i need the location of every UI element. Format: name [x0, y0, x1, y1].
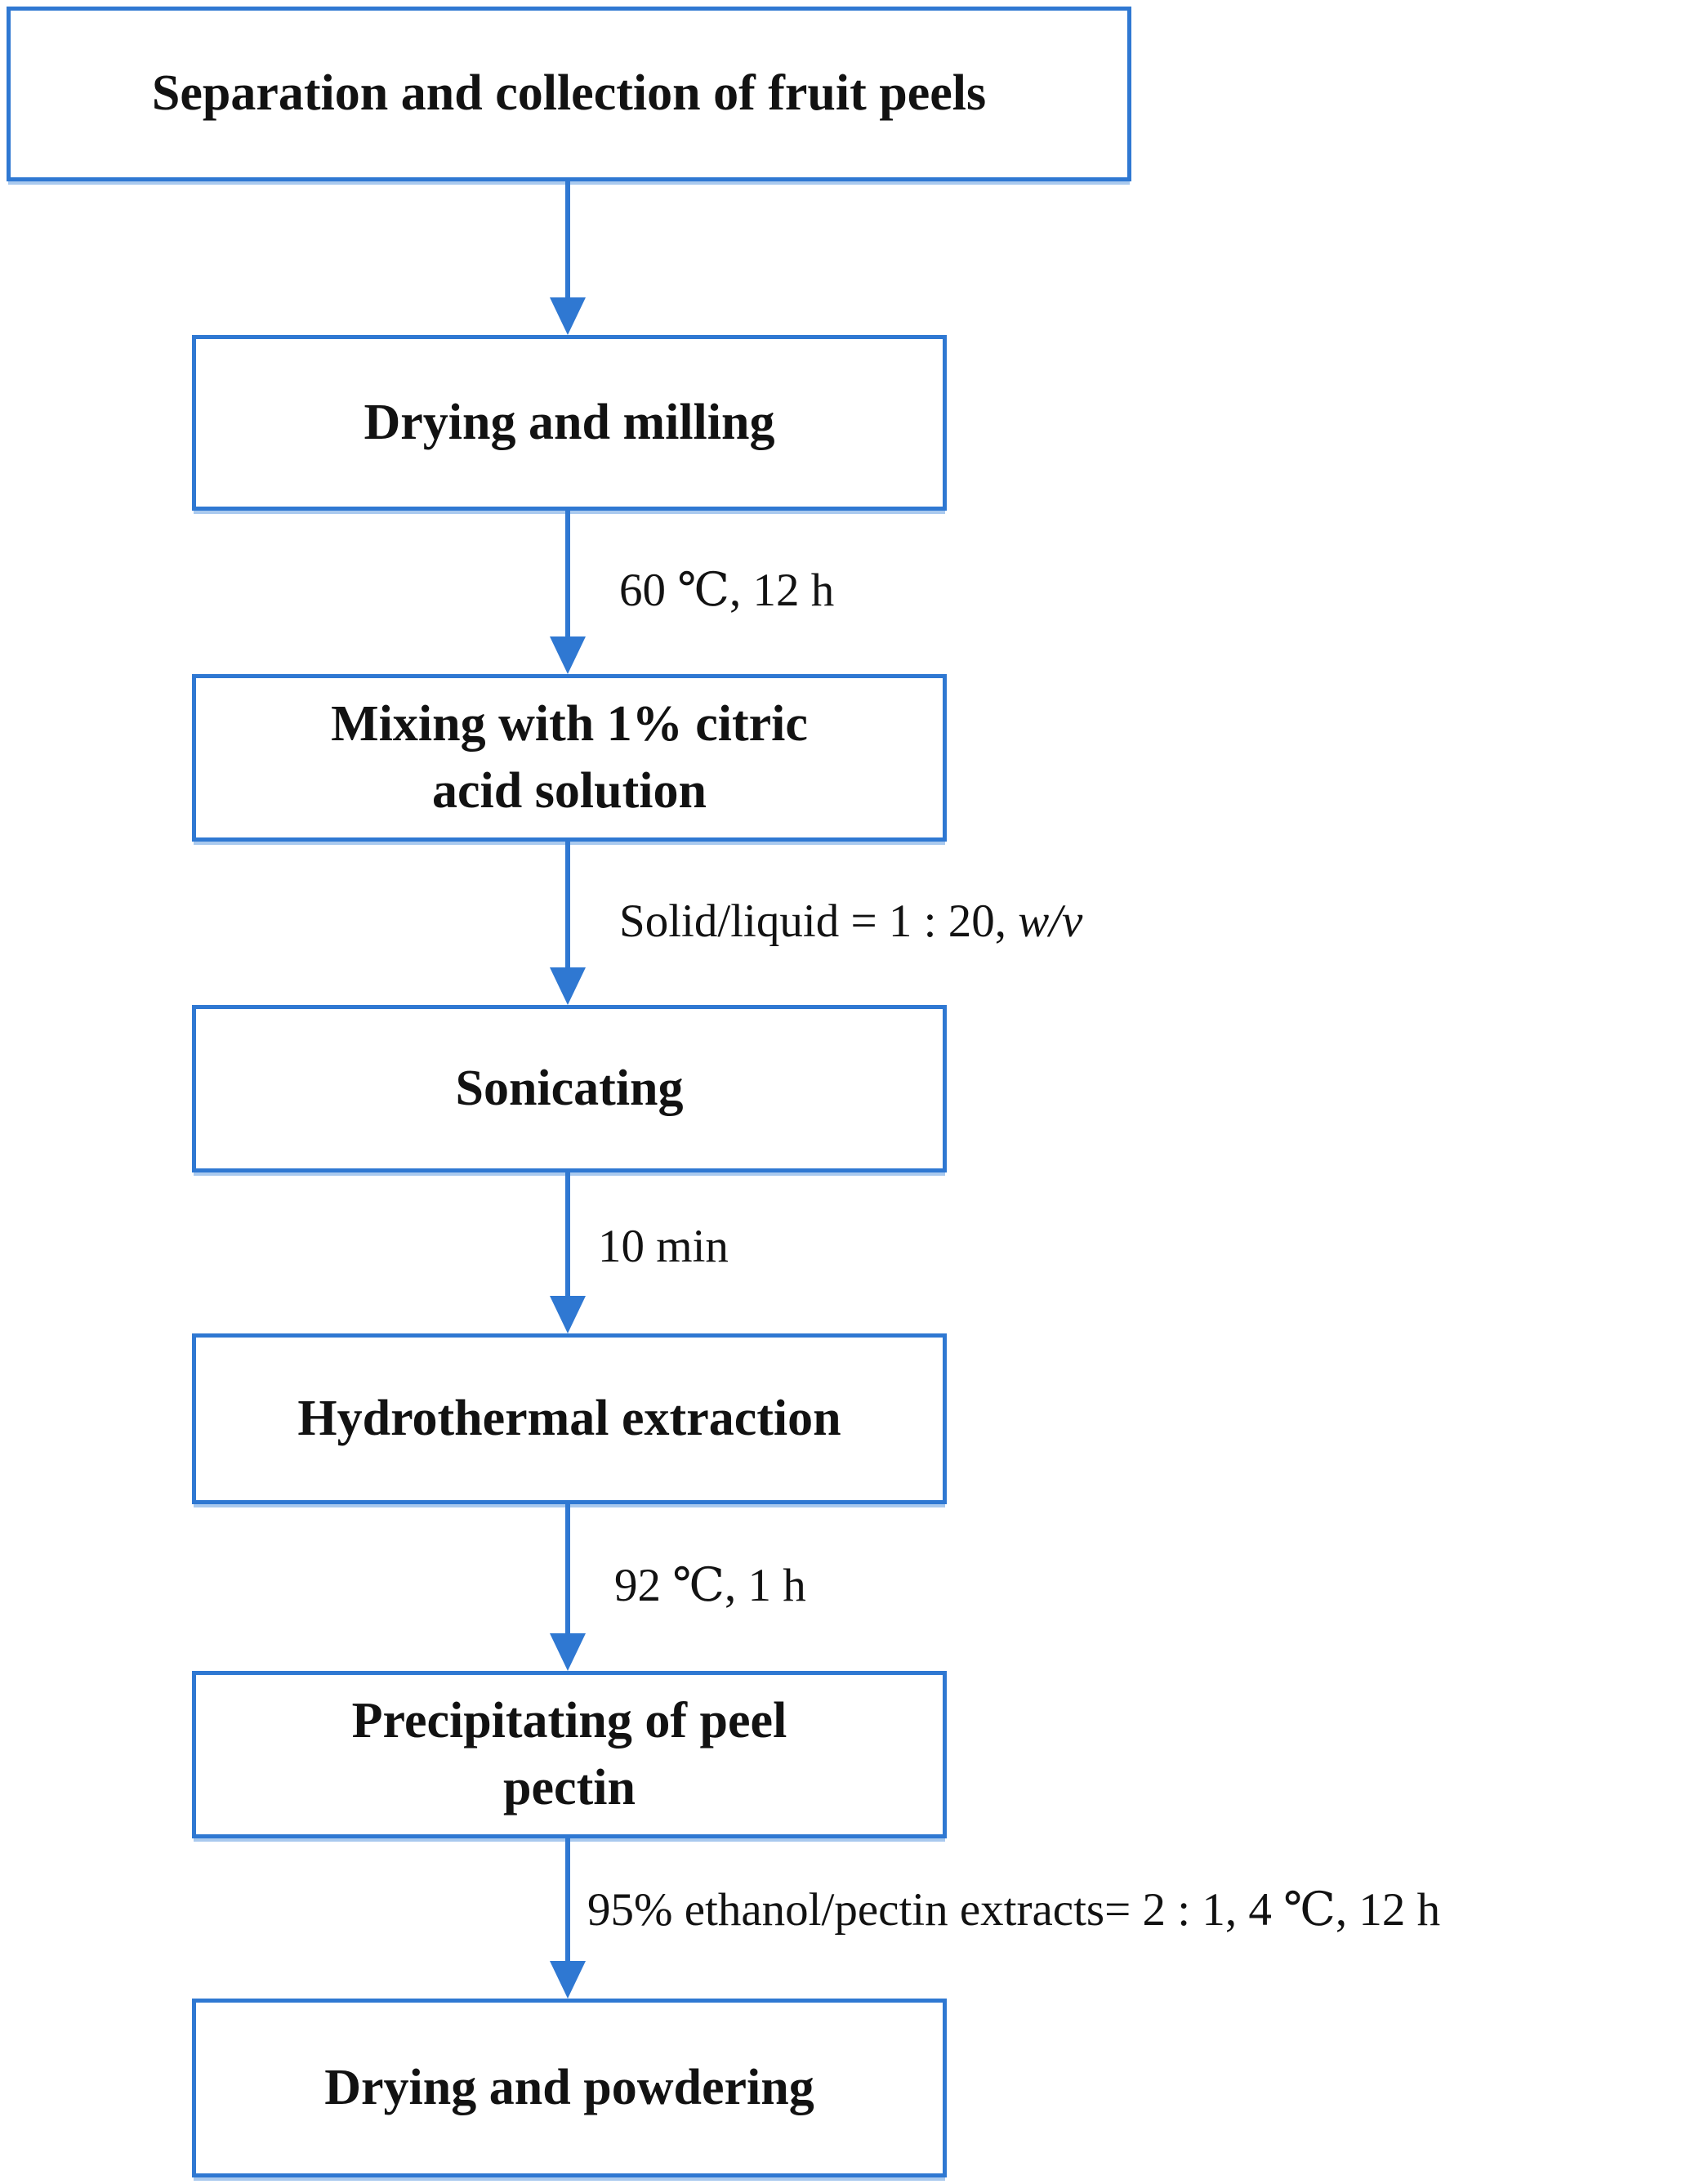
edge-label-text: Solid/liquid = 1 : 20,	[619, 895, 1019, 947]
flow-step-drying-milling: Drying and milling	[192, 335, 947, 511]
arrow-line	[565, 1838, 570, 1964]
flow-step-precipitating: Precipitating of peel pectin	[192, 1671, 947, 1838]
edge-label-italic-wv: w/v	[1018, 895, 1083, 947]
edge-label-drying-conditions: 60 ℃, 12 h	[619, 565, 835, 616]
flow-step-label: Mixing with 1% citric acid solution	[331, 695, 808, 819]
edge-label-sonicating-time: 10 min	[598, 1220, 729, 1272]
arrow-down-icon	[550, 297, 586, 335]
flow-step-label: Separation and collection of fruit peels	[151, 65, 987, 122]
flow-step-label: Sonicating	[455, 1060, 684, 1116]
flow-arrow-6	[550, 1838, 586, 1999]
flow-step-label: Drying and powdering	[324, 2059, 814, 2115]
flow-arrow-2	[550, 511, 586, 674]
arrow-line	[565, 511, 570, 640]
arrow-down-icon	[550, 1633, 586, 1671]
arrow-line	[565, 842, 570, 971]
arrow-down-icon	[550, 967, 586, 1005]
flow-arrow-3	[550, 842, 586, 1005]
flow-arrow-5	[550, 1504, 586, 1671]
flow-arrow-4	[550, 1172, 586, 1333]
arrow-line	[565, 1504, 570, 1637]
edge-label-solid-liquid-ratio: Solid/liquid = 1 : 20, w/v	[619, 884, 1082, 958]
flow-step-separation: Separation and collection of fruit peels	[7, 7, 1131, 181]
flow-step-label: Drying and milling	[364, 394, 775, 450]
flow-step-label: Precipitating of peel pectin	[351, 1692, 787, 1816]
edge-label-extraction-conditions: 92 ℃, 1 h	[614, 1560, 806, 1611]
arrow-down-icon	[550, 636, 586, 674]
arrow-down-icon	[550, 1961, 586, 1999]
arrow-line	[565, 181, 570, 301]
arrow-line	[565, 1172, 570, 1299]
edge-label-precipitation-conditions: 95% ethanol/pectin extracts= 2 : 1, 4 ℃,…	[587, 1884, 1441, 1936]
flow-step-mixing: Mixing with 1% citric acid solution	[192, 674, 947, 842]
flow-step-label: Hydrothermal extraction	[297, 1390, 841, 1446]
flow-step-drying-powdering: Drying and powdering	[192, 1999, 947, 2177]
arrow-down-icon	[550, 1296, 586, 1333]
flow-step-sonicating: Sonicating	[192, 1005, 947, 1172]
flow-arrow-1	[550, 181, 586, 335]
flow-step-hydrothermal: Hydrothermal extraction	[192, 1333, 947, 1504]
